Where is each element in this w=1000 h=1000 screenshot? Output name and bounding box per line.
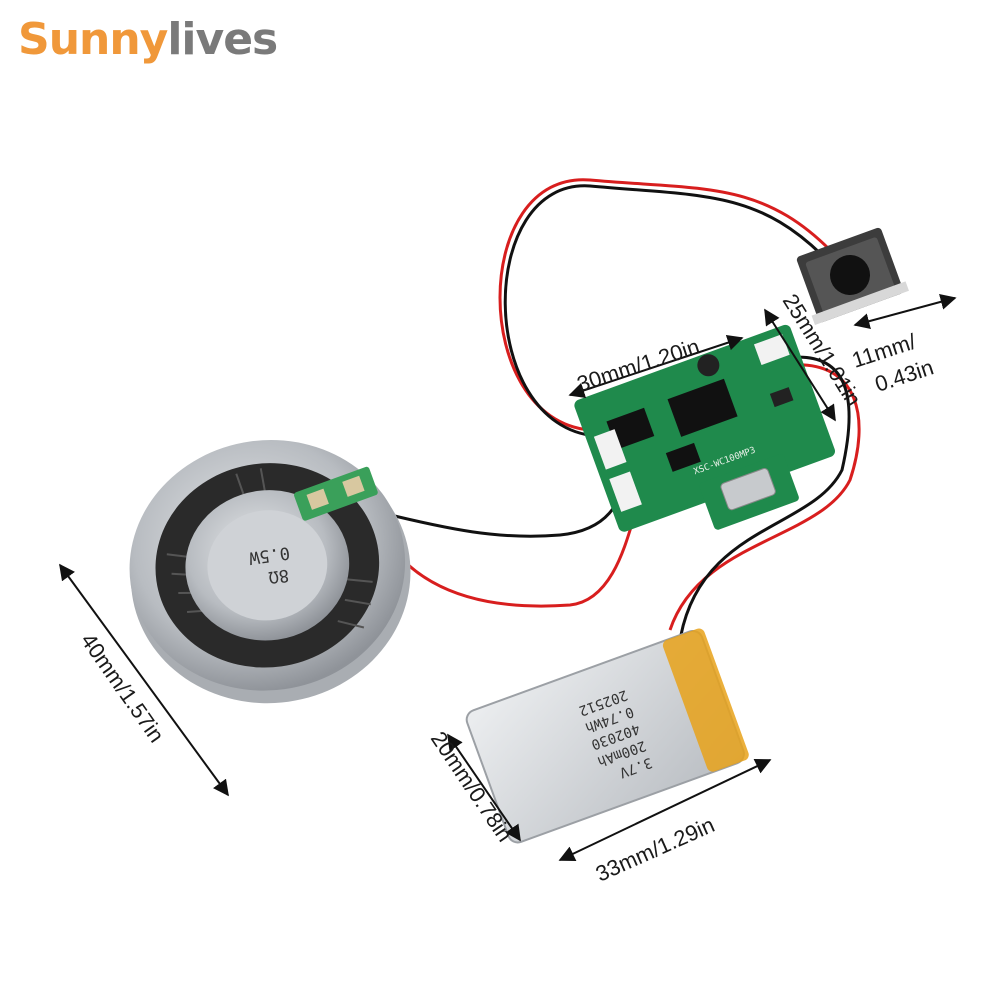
speaker-wires: [369, 479, 642, 608]
button-wires: [498, 178, 832, 438]
brand-logo-part2: lives: [167, 14, 278, 65]
speaker-dimension-arrow: [59, 563, 229, 797]
button-dimension-arrow: [853, 294, 957, 329]
speaker-impedance: 8Ω: [267, 565, 290, 588]
board-width-arrow: [568, 334, 744, 399]
dimension-arrows: [59, 294, 957, 862]
battery-length-label: 33mm/1.29in: [592, 812, 718, 887]
battery-length-arrow: [558, 758, 772, 862]
speaker-terminal: [294, 466, 378, 521]
speaker: 8Ω 0.5W: [129, 440, 411, 704]
brand-logo-part1: Sunny: [18, 14, 168, 65]
board-height-arrow: [764, 308, 836, 422]
brand-logo: Sunnylives: [18, 14, 278, 65]
battery-width-arrow: [447, 733, 521, 842]
